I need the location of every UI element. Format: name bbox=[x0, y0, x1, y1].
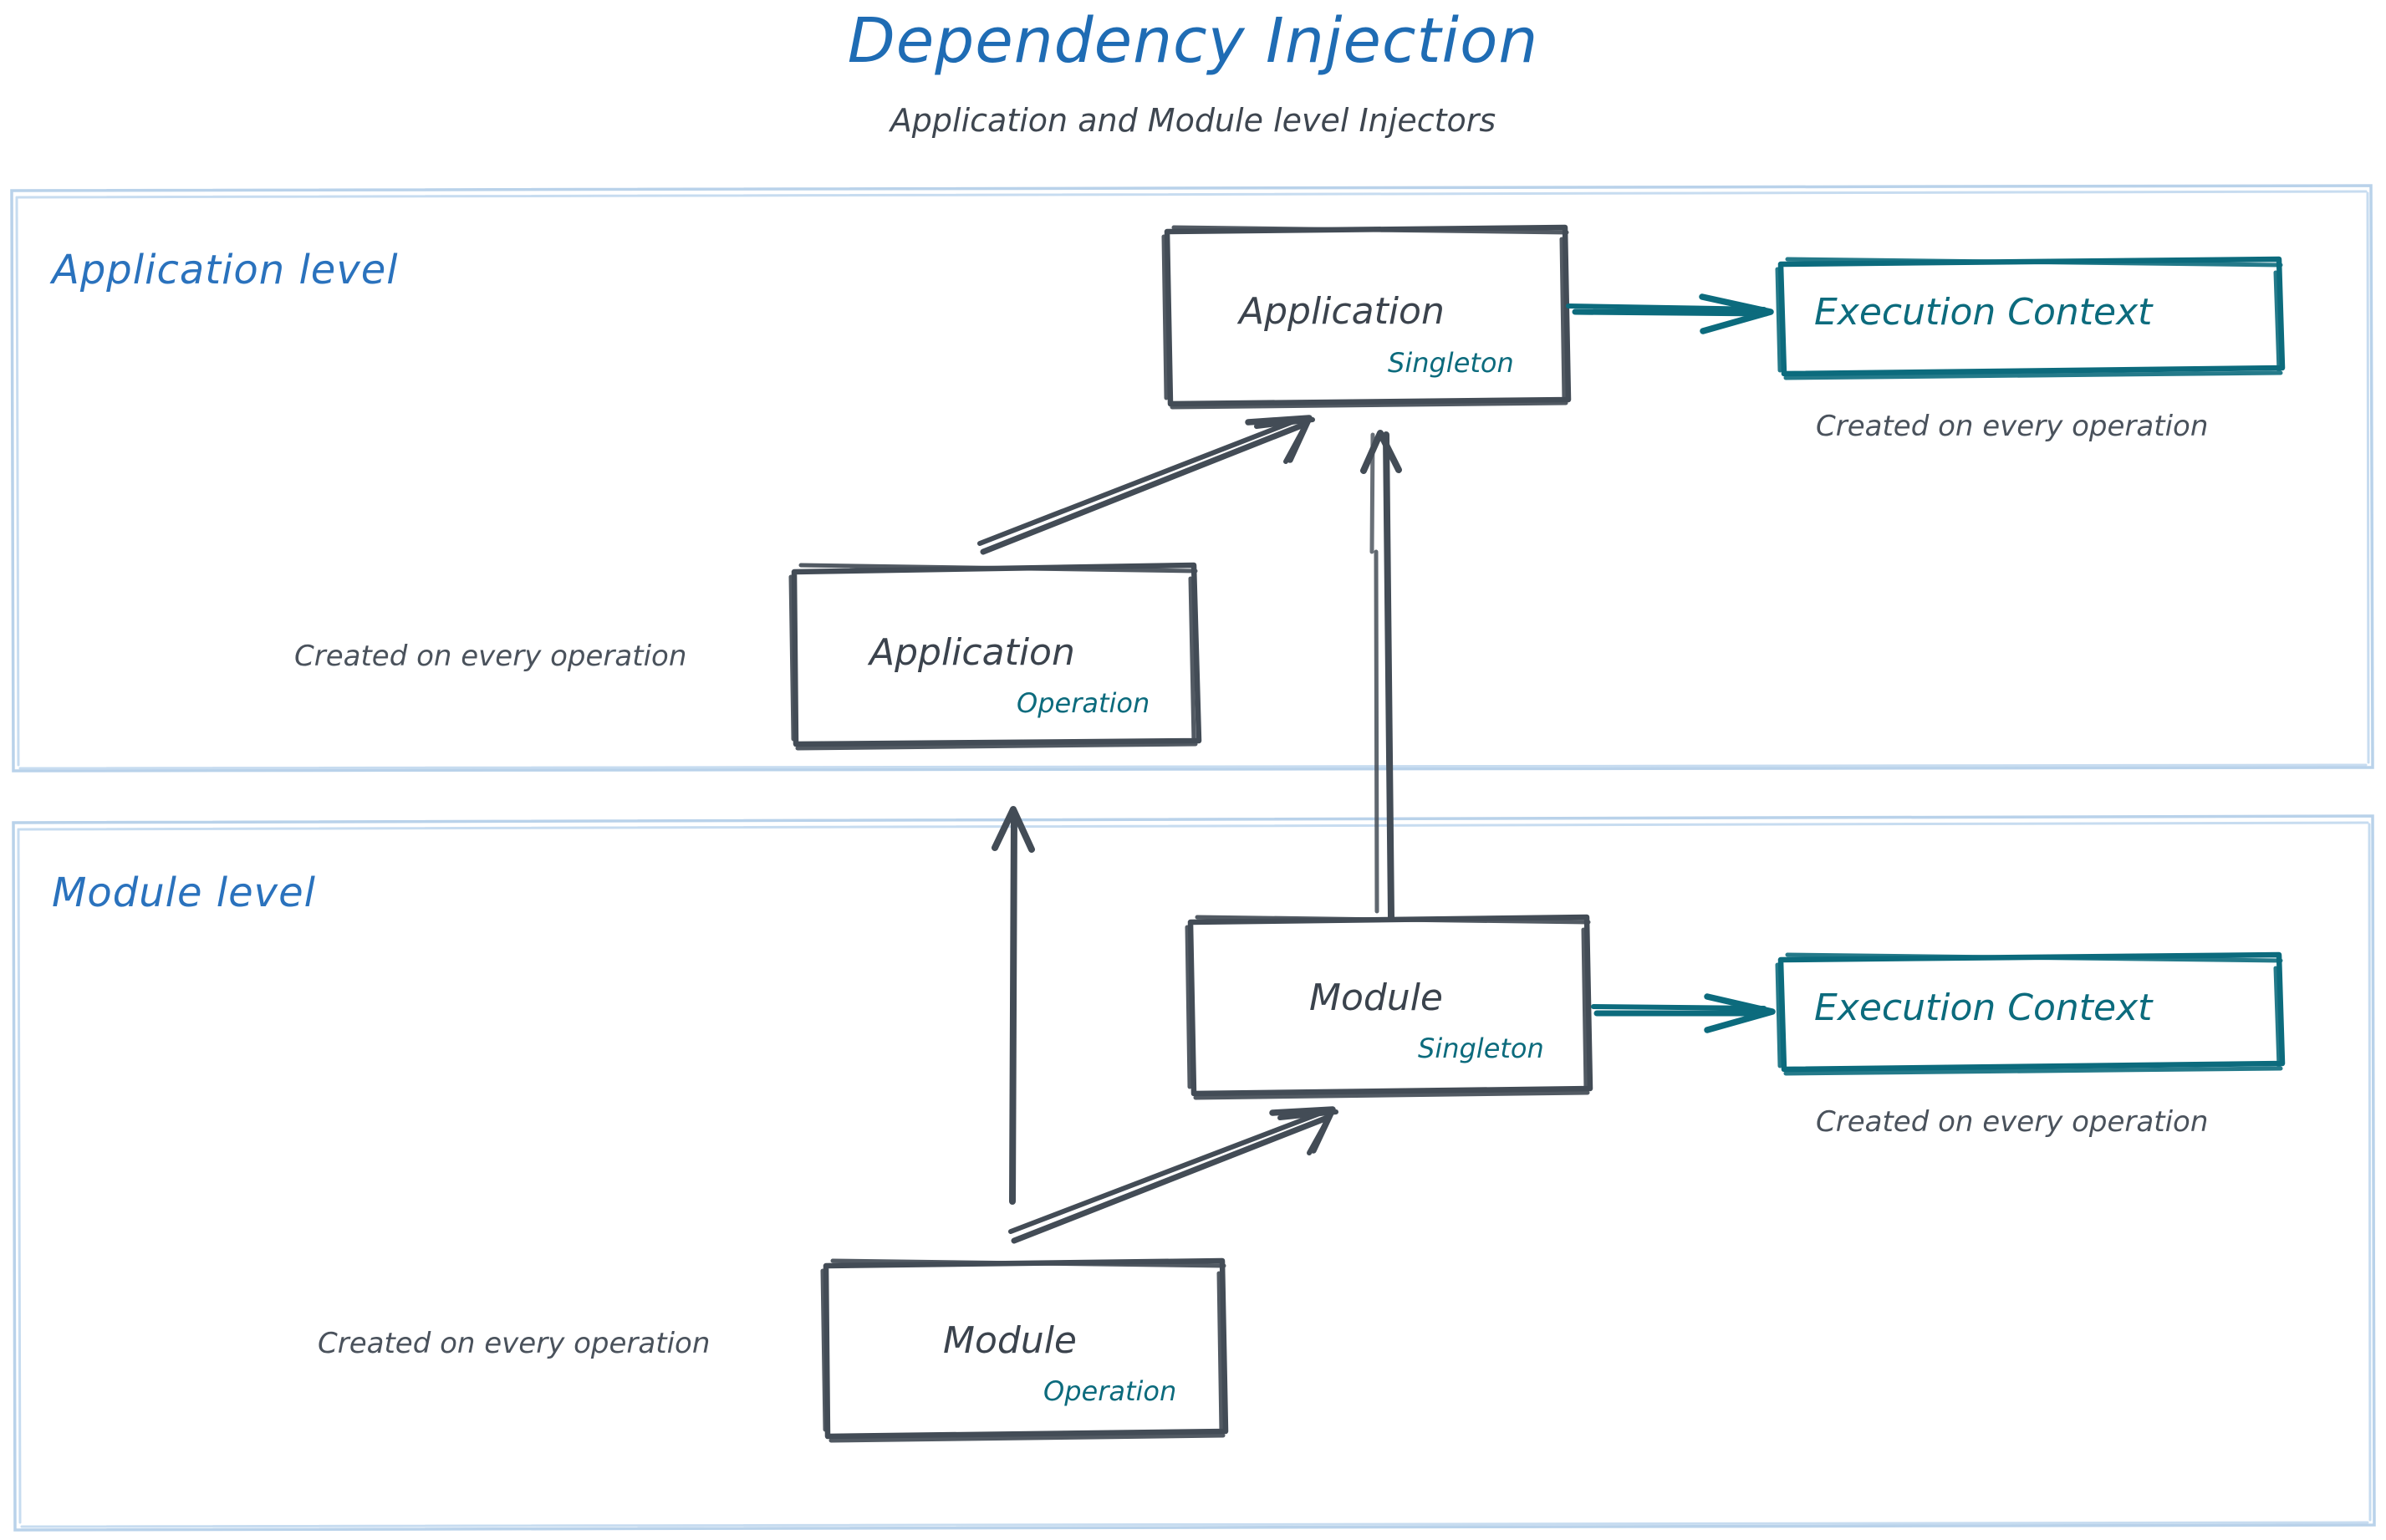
edge-module-operation-to-module-singleton bbox=[1008, 1106, 1338, 1244]
node-scope-module-singleton: Singleton bbox=[1418, 1033, 1544, 1064]
edge-app-singleton-to-execution-context bbox=[1566, 293, 1774, 334]
note-module-execution-context: Created on every operation bbox=[1816, 1105, 2209, 1139]
panel-label-module-level: Module level bbox=[52, 869, 316, 916]
edge-module-singleton-to-execution-context bbox=[1591, 993, 1776, 1033]
node-title-application-execution-context: Execution Context bbox=[1814, 291, 2153, 334]
panel-application-level bbox=[10, 184, 2374, 773]
node-module-execution-context[interactable] bbox=[1775, 951, 2286, 1076]
panel-label-application-level: Application level bbox=[52, 247, 399, 293]
node-title-module-operation: Module bbox=[943, 1319, 1077, 1362]
note-application-execution-context: Created on every operation bbox=[1816, 410, 2209, 443]
node-scope-module-operation: Operation bbox=[1043, 1375, 1177, 1407]
node-scope-application-operation: Operation bbox=[1017, 687, 1150, 719]
page-title: Dependency Injection bbox=[847, 5, 1539, 77]
node-application-operation[interactable] bbox=[788, 562, 1202, 751]
node-application-singleton[interactable] bbox=[1161, 224, 1572, 410]
page-subtitle: Application and Module level Injectors bbox=[890, 102, 1496, 139]
node-title-module-singleton: Module bbox=[1309, 977, 1443, 1019]
node-title-module-execution-context: Execution Context bbox=[1814, 987, 2153, 1029]
edge-module-operation-to-app-operation bbox=[992, 806, 1035, 1205]
panel-module-level bbox=[12, 814, 2376, 1532]
node-title-application-singleton: Application bbox=[1239, 290, 1445, 333]
node-title-application-operation: Application bbox=[869, 631, 1075, 674]
node-application-execution-context[interactable] bbox=[1775, 256, 2286, 380]
note-application-operation: Created on every operation bbox=[294, 640, 687, 673]
edge-module-singleton-to-app-singleton bbox=[1360, 430, 1402, 920]
edge-app-operation-to-app-singleton bbox=[977, 415, 1315, 555]
note-module-operation: Created on every operation bbox=[318, 1327, 711, 1360]
node-scope-application-singleton: Singleton bbox=[1388, 347, 1514, 379]
node-module-operation[interactable] bbox=[820, 1257, 1229, 1443]
